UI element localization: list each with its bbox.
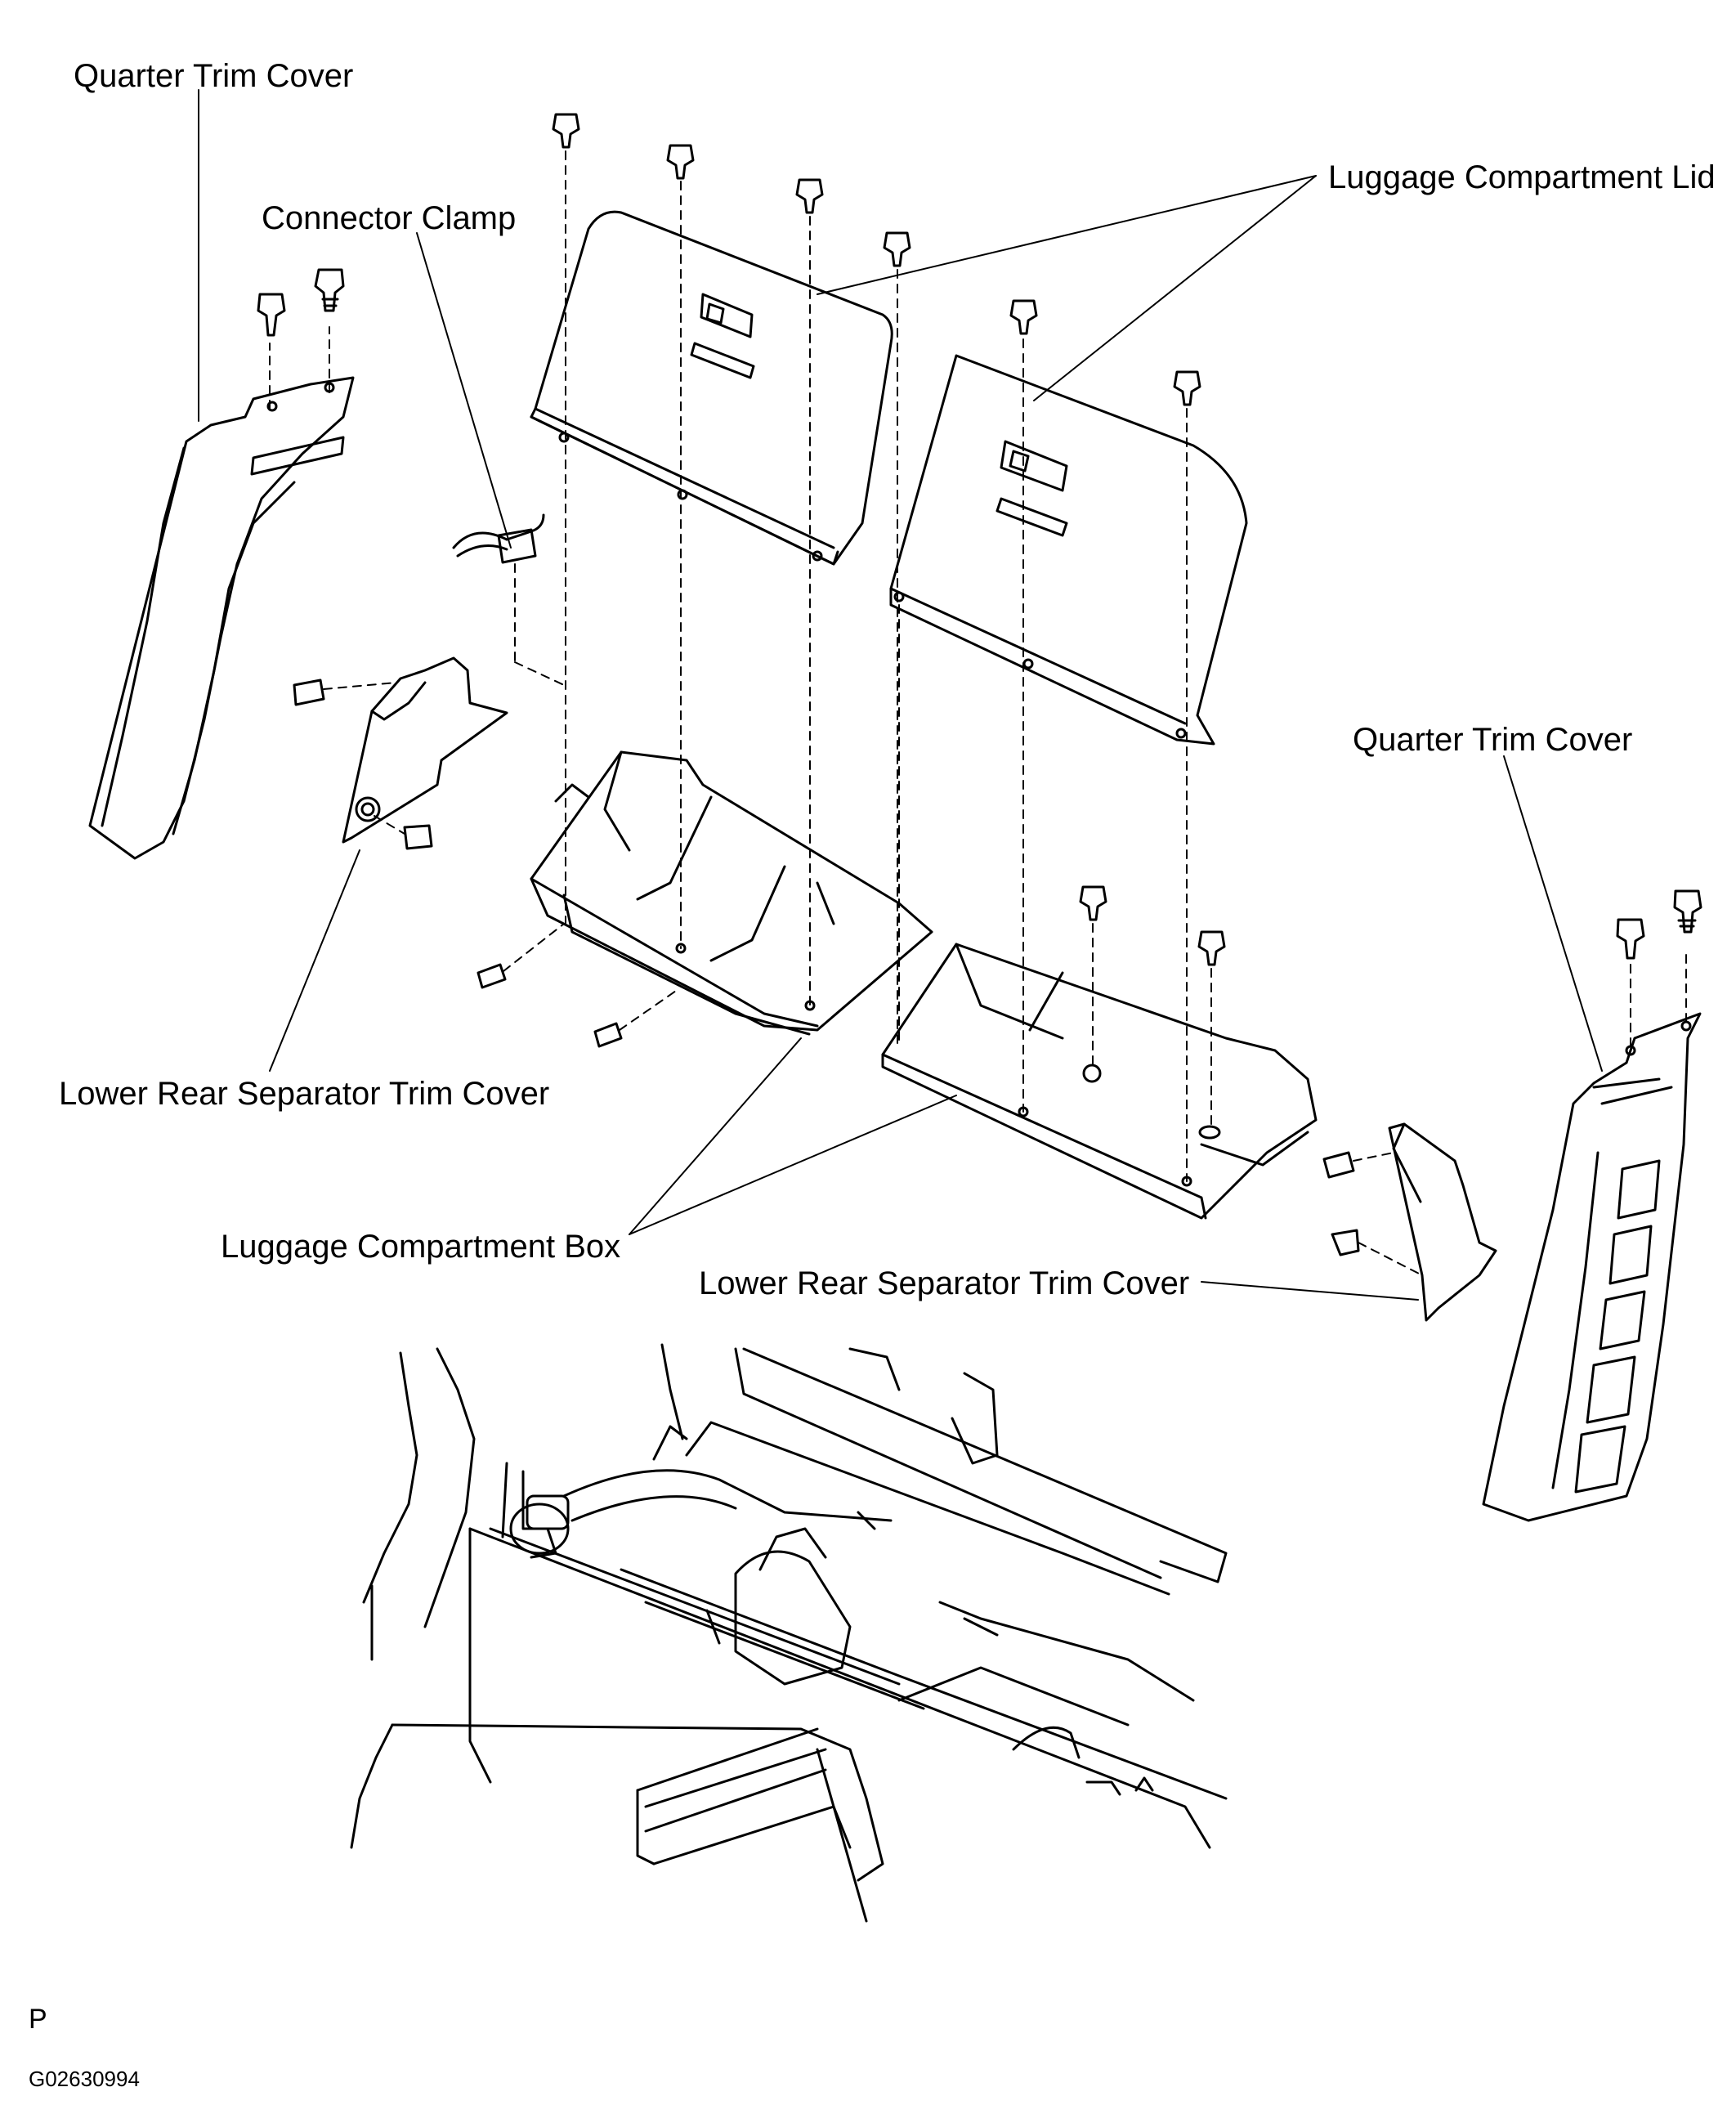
- lid-right-bolts: [898, 299, 1201, 1182]
- lower-rear-separator-trim-cover-right-part: [1322, 1122, 1497, 1322]
- luggage-compartment-box-left-part: [530, 750, 933, 1036]
- left-quarter-bolts: [257, 268, 345, 337]
- lower-rear-separator-trim-cover-right-label: Lower Rear Separator Trim Cover: [699, 1265, 1190, 1301]
- connector-clamp-label: Connector Clamp: [262, 200, 517, 236]
- lower-rear-separator-trim-cover-left-part: [293, 656, 508, 850]
- figure-code: G02630994: [29, 2067, 140, 2091]
- luggage-compartment-box-label: Luggage Compartment Box: [221, 1229, 621, 1265]
- right-quarter-bolts: [1616, 889, 1702, 960]
- quarter-trim-cover-right-label: Quarter Trim Cover: [1353, 722, 1633, 758]
- lid-left-bolts: [552, 113, 911, 1047]
- luggage-compartment-box-right-part: [881, 943, 1318, 1220]
- leader-lines: [198, 89, 1603, 1301]
- connector-clamp-part: [452, 513, 565, 686]
- lower-rear-separator-trim-cover-left-label: Lower Rear Separator Trim Cover: [59, 1076, 550, 1112]
- left-box-screws: [477, 923, 679, 1048]
- quarter-trim-cover-left-part: [88, 326, 355, 860]
- luggage-compartment-lid-left-part: [530, 210, 893, 566]
- right-box-bolts: [1079, 885, 1226, 1129]
- quarter-trim-cover-left-label: Quarter Trim Cover: [74, 58, 354, 94]
- vehicle-floor-area: [350, 1343, 1228, 1923]
- luggage-compartment-lid-label: Luggage Compartment Lid: [1328, 159, 1716, 195]
- quarter-trim-cover-right-part: [1482, 947, 1702, 1522]
- footer-letter: P: [29, 2004, 47, 2035]
- luggage-compartment-lid-right-part: [889, 354, 1248, 746]
